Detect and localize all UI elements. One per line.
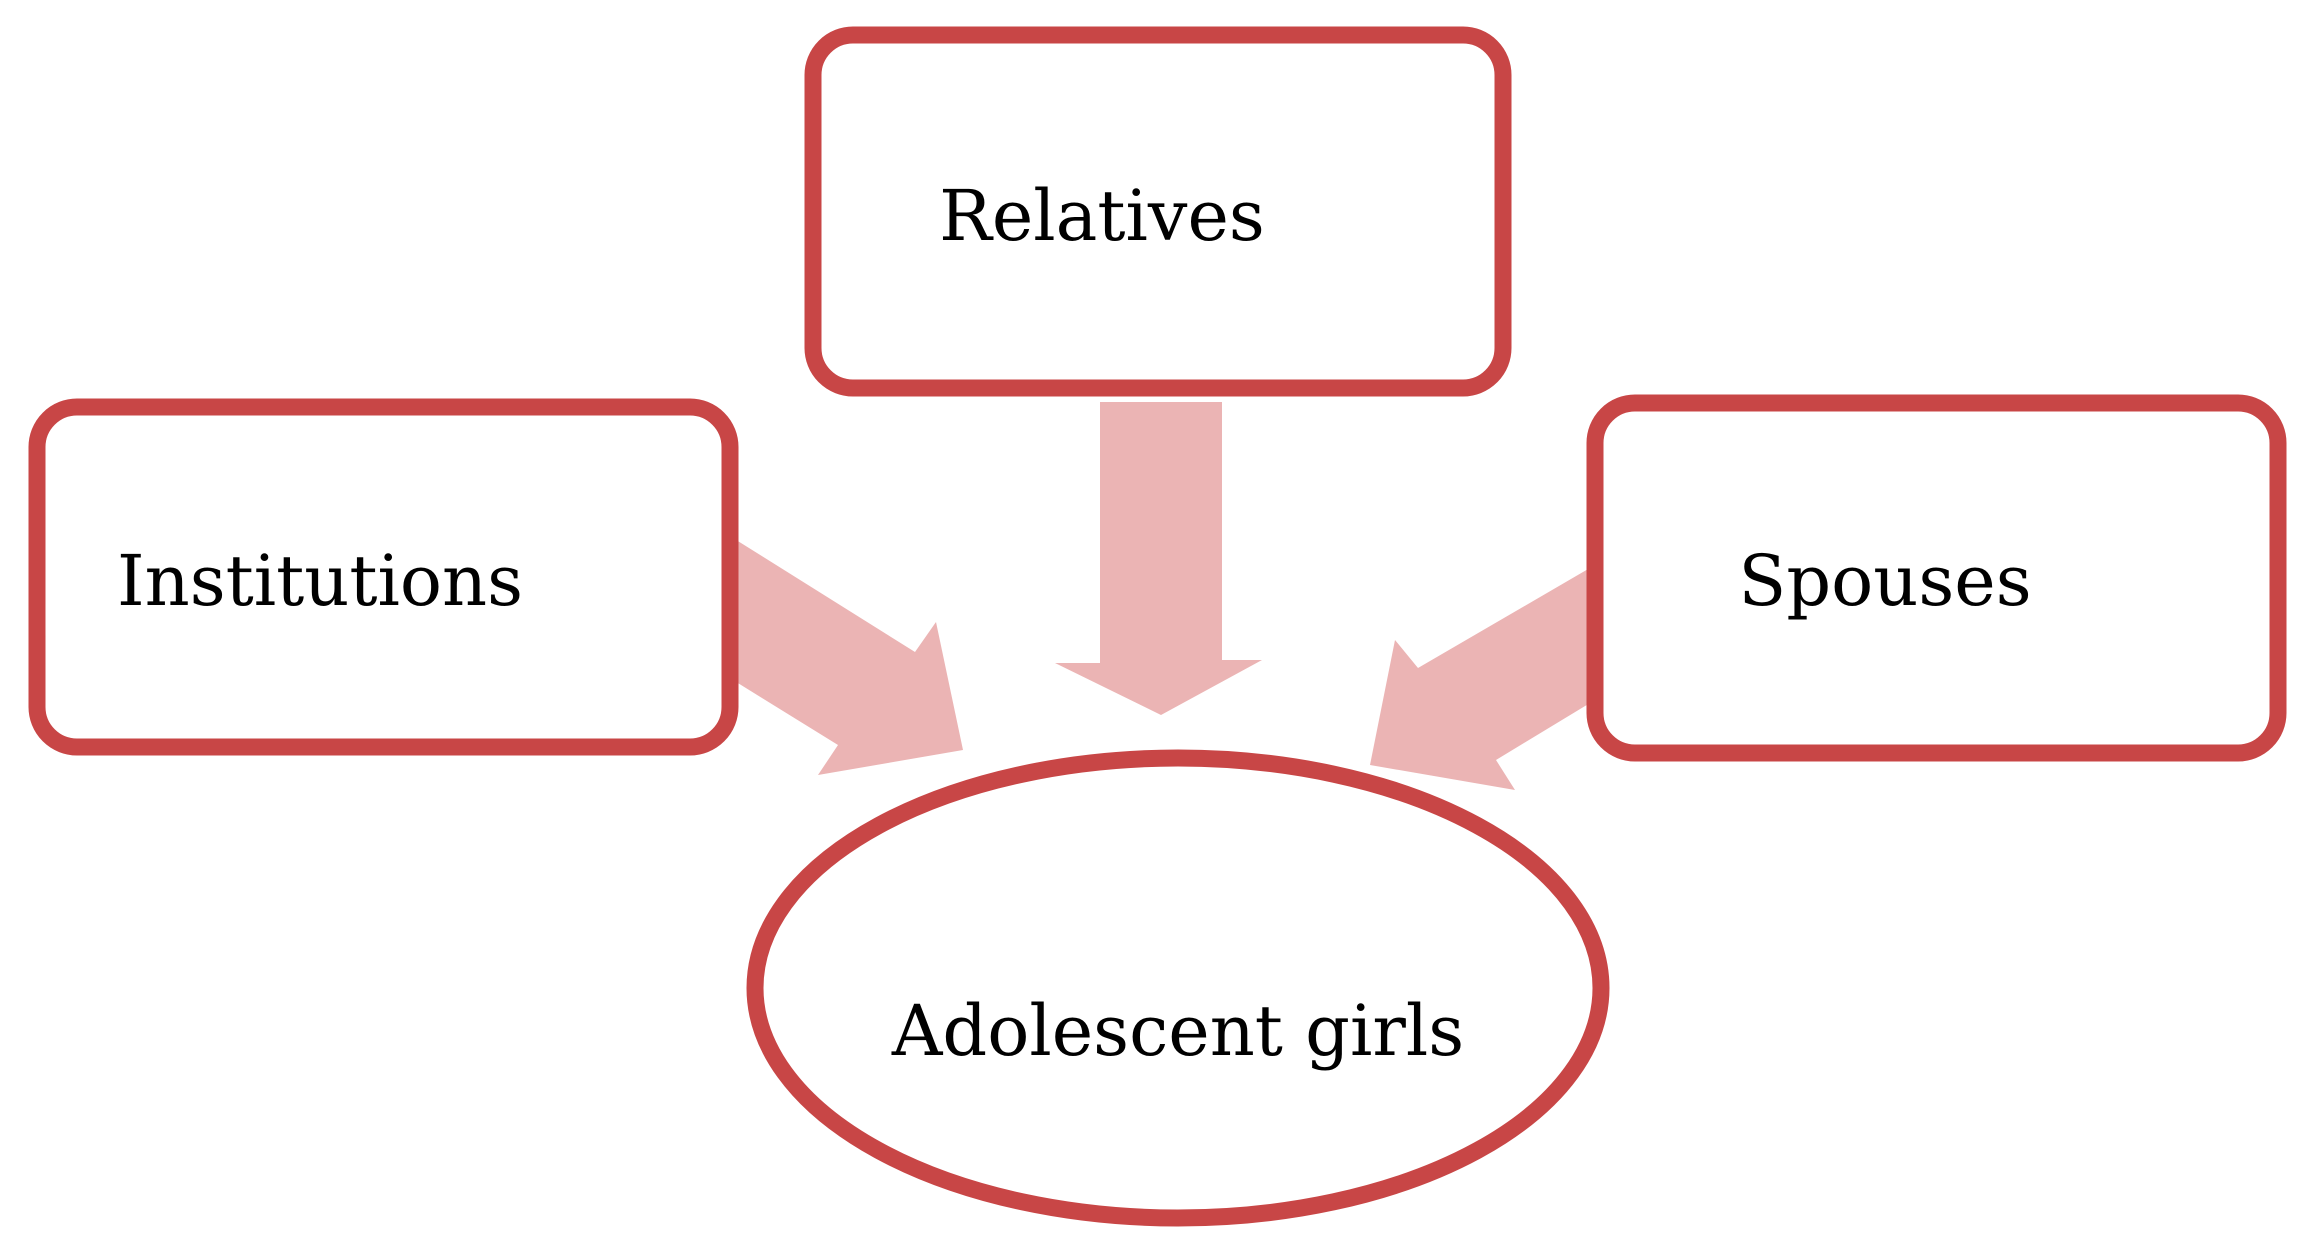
node-adolescent-girls-ellipse bbox=[746, 749, 1610, 1227]
node-relatives-box bbox=[804, 26, 1512, 397]
arrow-spouses-to-adolescent-girls bbox=[1370, 565, 1595, 790]
node-spouses: Spouses bbox=[1586, 394, 2287, 762]
arrow-institutions-to-adolescent-girls bbox=[733, 538, 963, 775]
node-institutions: Institutions bbox=[28, 398, 739, 756]
node-spouses-label: Spouses bbox=[1738, 540, 2031, 622]
edges bbox=[733, 402, 1595, 790]
arrow-relatives-to-adolescent-girls bbox=[1055, 402, 1262, 715]
node-institutions-box bbox=[28, 398, 739, 756]
node-institutions-label: Institutions bbox=[117, 540, 523, 622]
node-relatives-label: Relatives bbox=[939, 175, 1265, 257]
node-relatives: Relatives bbox=[804, 26, 1512, 397]
node-adolescent-girls-label: Adolescent girls bbox=[891, 990, 1464, 1072]
node-adolescent-girls: Adolescent girls bbox=[746, 749, 1610, 1227]
node-spouses-box bbox=[1586, 394, 2287, 762]
